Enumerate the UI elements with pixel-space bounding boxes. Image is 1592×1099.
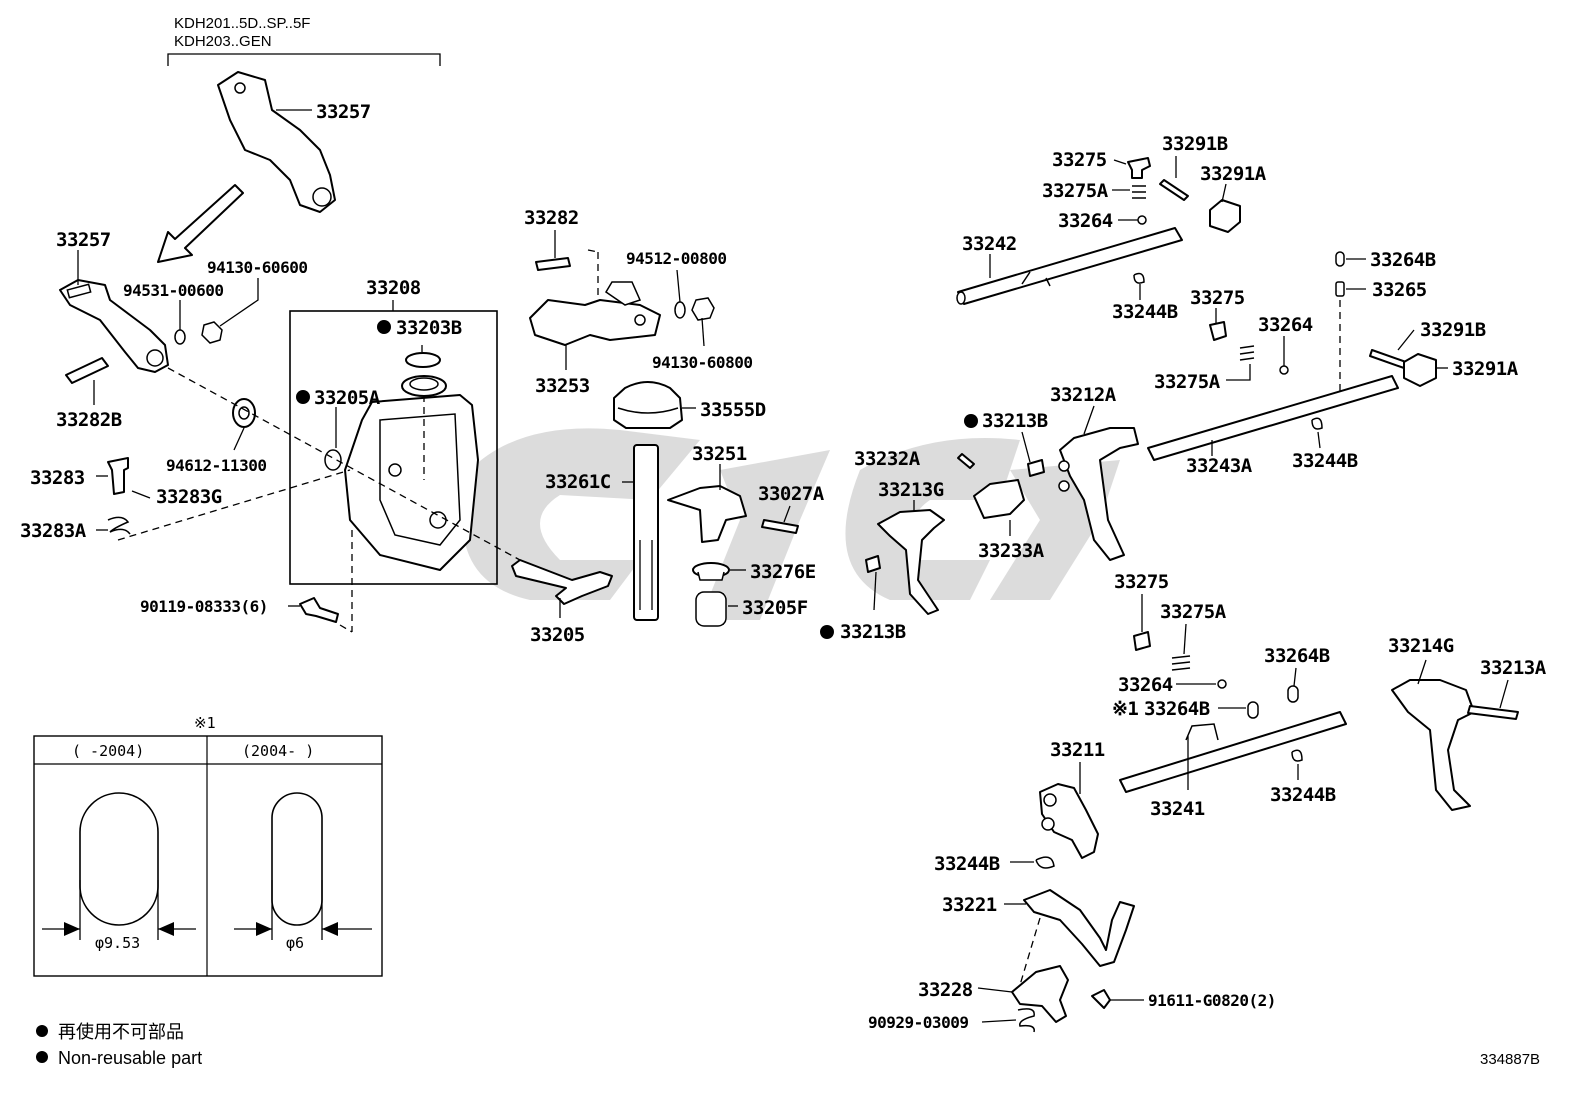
callout-90929-03009: 90929-03009 <box>868 1013 968 1032</box>
callout-94130-60600: 94130-60600 <box>207 258 307 277</box>
callout-33244B-upper: 33244B <box>1112 301 1178 323</box>
callout-33291A-right: 33291A <box>1452 358 1519 380</box>
callout-33264-lower: 33264 <box>1118 674 1173 696</box>
callout-33264B-top: 33264B <box>1370 249 1436 271</box>
detail-col-left-header: ( -2004) <box>72 742 144 760</box>
callout-33276E: 33276E <box>750 561 816 583</box>
detail-left-dimension: φ9.53 <box>95 934 140 952</box>
callout-33291B-right: 33291B <box>1420 319 1486 341</box>
callout-33275-mid: 33275 <box>1190 287 1245 309</box>
callout-33264-top: 33264 <box>1058 210 1113 232</box>
callout-33205A: 33205A <box>314 387 381 409</box>
callout-33242: 33242 <box>962 233 1017 255</box>
callout-33203B: 33203B <box>396 317 462 339</box>
callout-94531-00600: 94531-00600 <box>123 281 223 300</box>
non-reusable-dot <box>820 625 834 639</box>
callout-33283A: 33283A <box>20 520 87 542</box>
callout-33264B-lower-right: 33264B <box>1264 645 1330 667</box>
model-applicability: KDH201..5D..SP..5F KDH203..GEN <box>167 15 441 66</box>
legend-en: Non-reusable part <box>58 1048 202 1068</box>
legend-dot-en <box>36 1051 48 1063</box>
callout-33244B-bottom: 33244B <box>934 853 1000 875</box>
detail-right-dimension: φ6 <box>286 934 304 952</box>
legend: 再使用不可部品 Non-reusable part <box>36 1022 202 1068</box>
model-line-2: KDH203..GEN <box>174 33 272 50</box>
detail-table-mark: ※1 <box>194 714 216 732</box>
callout-33265: 33265 <box>1372 279 1427 301</box>
callout-33214G: 33214G <box>1388 635 1454 657</box>
callout-33261C: 33261C <box>545 471 611 493</box>
callout-33213B-upper: 33213B <box>982 410 1048 432</box>
callout-33243A: 33243A <box>1186 455 1253 477</box>
callout-33555D: 33555D <box>700 399 766 421</box>
callout-33291B-top: 33291B <box>1162 133 1228 155</box>
callout-90119-08333: 90119-08333(6) <box>140 597 268 616</box>
callout-33257-left: 33257 <box>56 229 111 251</box>
diagram-code: 334887B <box>1480 1051 1540 1068</box>
callout-33283G: 33283G <box>156 486 222 508</box>
callout-33257-top: 33257 <box>316 101 371 123</box>
callout-33241: 33241 <box>1150 798 1205 820</box>
part-callouts: 33257 33257 94531-00600 94130-60600 3328… <box>20 101 1547 1032</box>
legend-dot-jp <box>36 1025 48 1037</box>
callout-33275A-lower: 33275A <box>1160 601 1227 623</box>
callout-33027A: 33027A <box>758 483 825 505</box>
detail-col-right-header: (2004- ) <box>242 742 314 760</box>
callout-33291A-top: 33291A <box>1200 163 1267 185</box>
callout-94512-00800: 94512-00800 <box>626 249 726 268</box>
callout-33244B-lower: 33244B <box>1270 784 1336 806</box>
callout-33283: 33283 <box>30 467 85 489</box>
non-reusable-markers <box>296 320 978 639</box>
non-reusable-dot <box>377 320 391 334</box>
callout-33253: 33253 <box>535 375 590 397</box>
callout-33205F: 33205F <box>742 597 808 619</box>
model-line-1: KDH201..5D..SP..5F <box>174 15 310 32</box>
callout-33205: 33205 <box>530 624 585 646</box>
callout-33264-mid: 33264 <box>1258 314 1313 336</box>
note-ref-mark: ※1 <box>1112 698 1138 720</box>
callout-91611-G0820: 91611-G0820(2) <box>1148 991 1276 1010</box>
callout-33208: 33208 <box>366 277 421 299</box>
callout-33213G: 33213G <box>878 479 944 501</box>
leader-lines <box>77 109 1509 1023</box>
non-reusable-dot <box>964 414 978 428</box>
callout-33244B-mid: 33244B <box>1292 450 1358 472</box>
legend-jp: 再使用不可部品 <box>58 1022 184 1042</box>
detail-table: ※1 ( -2004) (2004- ) φ9.53 φ6 <box>33 714 383 977</box>
callout-33213B-lower: 33213B <box>840 621 906 643</box>
callout-33275A-mid: 33275A <box>1154 371 1221 393</box>
callout-33228: 33228 <box>918 979 973 1001</box>
callout-33212A: 33212A <box>1050 384 1117 406</box>
non-reusable-dot <box>296 390 310 404</box>
part-shapes <box>59 71 1519 1033</box>
callout-94612-11300: 94612-11300 <box>166 456 266 475</box>
callout-33275A-top: 33275A <box>1042 180 1109 202</box>
callout-94130-60800: 94130-60800 <box>652 353 752 372</box>
callout-33232A: 33232A <box>854 448 921 470</box>
callout-33213A: 33213A <box>1480 657 1547 679</box>
dashed-connectors <box>117 249 599 633</box>
callout-33275-top: 33275 <box>1052 149 1107 171</box>
callout-33211: 33211 <box>1050 739 1105 761</box>
callout-33221: 33221 <box>942 894 997 916</box>
callout-33264B-lower-left: 33264B <box>1144 698 1210 720</box>
callout-33233A: 33233A <box>978 540 1045 562</box>
callout-33251: 33251 <box>692 443 747 465</box>
callout-33282B: 33282B <box>56 409 122 431</box>
callout-33282: 33282 <box>524 207 579 229</box>
callout-33275-lower: 33275 <box>1114 571 1169 593</box>
